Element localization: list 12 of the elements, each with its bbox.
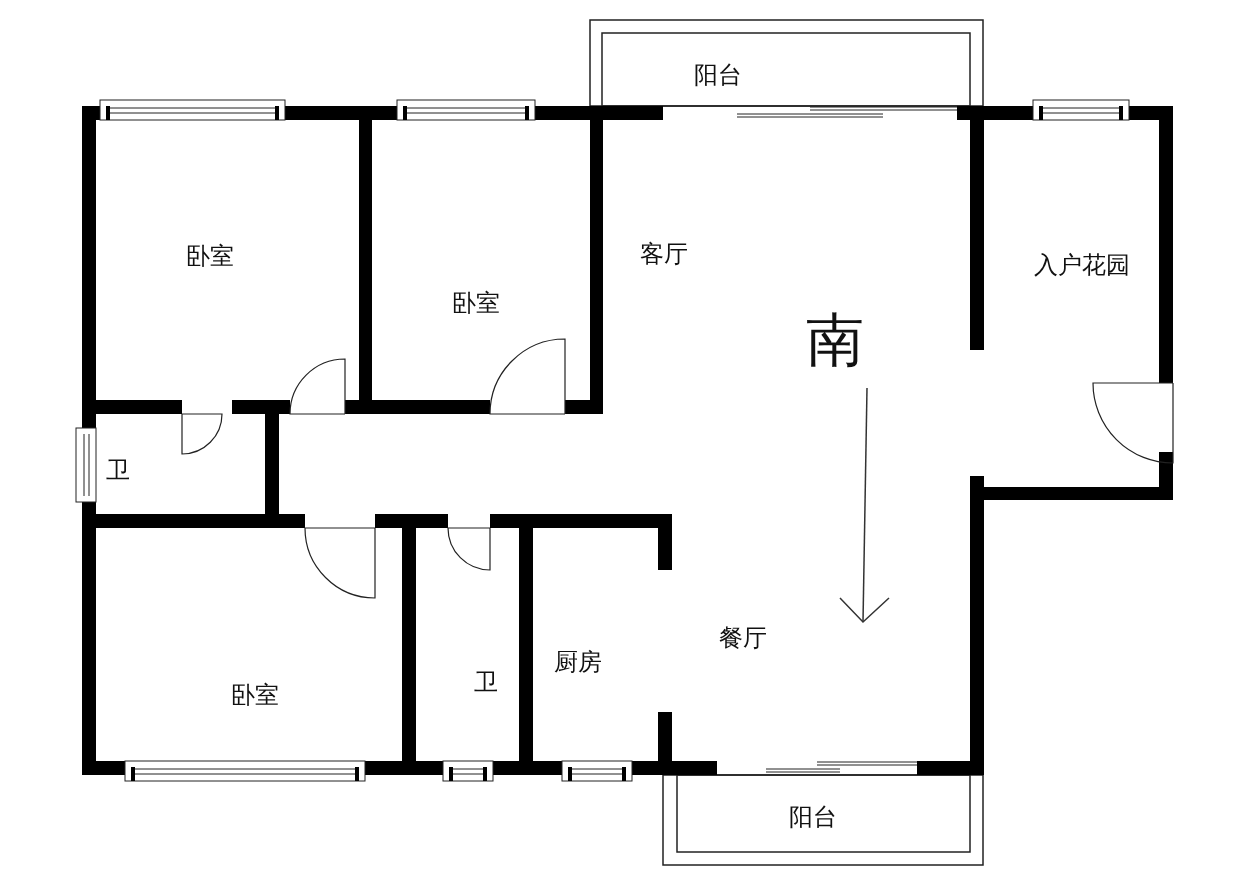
room-name: 阳台 bbox=[789, 805, 837, 829]
room-name: 卧室 bbox=[452, 291, 500, 315]
room-name: 阳台 bbox=[694, 63, 742, 87]
room-name: 卧室 bbox=[231, 683, 279, 707]
room-name: 入户花园 bbox=[1034, 253, 1130, 277]
room-name: 客厅 bbox=[640, 242, 688, 266]
room-name: 餐厅 bbox=[719, 626, 767, 650]
room-name: 卫 bbox=[474, 670, 498, 694]
room-name: 卧室 bbox=[186, 244, 234, 268]
room-name: 卫 bbox=[106, 458, 130, 482]
compass-label: 南 bbox=[806, 311, 864, 369]
room-name: 厨房 bbox=[554, 650, 602, 674]
